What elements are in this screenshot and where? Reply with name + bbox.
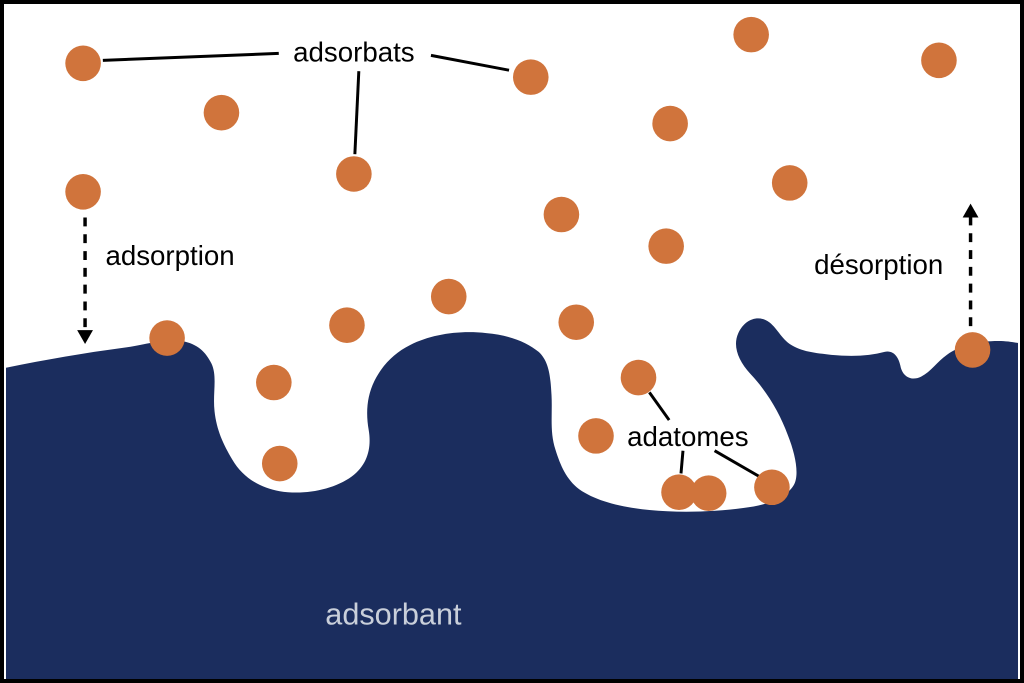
connector-line xyxy=(430,53,510,72)
adsorbate-circle xyxy=(620,359,657,396)
adsorbate-circle xyxy=(690,475,727,511)
desorption-arrow-head xyxy=(962,203,979,218)
adsorbate-circle xyxy=(578,418,614,454)
adsorbate-layer xyxy=(65,16,991,511)
connector-line xyxy=(679,450,685,474)
adsorption-arrow-head xyxy=(77,330,93,344)
adsorbate-circle xyxy=(771,165,808,201)
connector-layer xyxy=(102,51,760,478)
adsorbate-circle xyxy=(754,469,790,506)
label-desorption: désorption xyxy=(814,249,943,280)
connector-line xyxy=(353,71,361,155)
label-adatomes: adatomes xyxy=(627,421,748,452)
diagram-svg: adsorbats adsorption désorption adatomes… xyxy=(5,16,1019,679)
adsorbate-circle xyxy=(430,278,467,315)
adsorbate-circle xyxy=(261,445,298,482)
adsorbate-circle xyxy=(256,364,292,401)
adsorbate-circle xyxy=(652,105,688,142)
adsorbate-circle xyxy=(661,474,697,511)
adsorbate-circle xyxy=(558,304,595,341)
adsorbate-circle xyxy=(543,196,580,233)
substrate-shape xyxy=(5,318,1019,679)
label-adsorbant: adsorbant xyxy=(325,598,462,632)
label-adsorbats: adsorbats xyxy=(293,36,414,67)
adsorbate-circle xyxy=(65,45,101,82)
connector-line xyxy=(713,449,760,478)
adsorbate-circle xyxy=(336,156,372,192)
adsorbate-circle xyxy=(329,307,365,343)
label-adsorption: adsorption xyxy=(105,240,234,271)
adsorbate-circle xyxy=(733,16,769,53)
adsorbate-circle xyxy=(648,228,684,264)
adsorbate-circle xyxy=(149,320,185,356)
connector-line xyxy=(102,51,279,62)
adsorbate-circle xyxy=(65,173,101,210)
arrow-layer xyxy=(77,203,979,344)
adsorbate-circle xyxy=(921,42,957,79)
connector-line xyxy=(648,391,671,421)
adsorbate-circle xyxy=(512,59,549,95)
adsorbate-circle xyxy=(954,332,991,368)
adsorbate-circle xyxy=(203,94,240,131)
